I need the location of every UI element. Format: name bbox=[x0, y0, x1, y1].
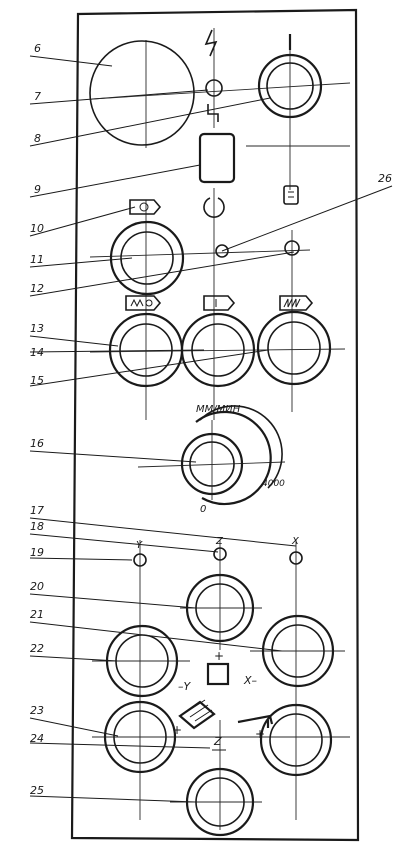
callout-7: 7 bbox=[34, 90, 41, 103]
button-21-minus-x[interactable] bbox=[261, 614, 335, 688]
speed-min-label: 0 bbox=[200, 504, 206, 515]
gauge-6 bbox=[89, 40, 195, 146]
minus-x-label: X– bbox=[243, 674, 258, 687]
tag-wave-icon bbox=[279, 295, 314, 311]
button-25-minus-z[interactable] bbox=[185, 767, 255, 837]
speed-max-label: 4000 bbox=[262, 479, 285, 489]
callout-8: 8 bbox=[34, 132, 41, 145]
callout-23: 23 bbox=[30, 704, 44, 717]
callout-19: 19 bbox=[30, 546, 44, 559]
callout-17: 17 bbox=[30, 504, 44, 517]
rapid-traverse-icon bbox=[206, 662, 230, 686]
main-switch-8[interactable] bbox=[257, 53, 323, 119]
table-3d-icon bbox=[178, 699, 216, 730]
rotation-icon bbox=[203, 197, 225, 218]
button-14[interactable] bbox=[180, 312, 256, 388]
indicator-lamp-12 bbox=[284, 240, 300, 256]
button-20-plus-z[interactable] bbox=[185, 573, 255, 643]
indicator-lamp-19 bbox=[133, 553, 147, 567]
callout-12: 12 bbox=[30, 282, 44, 295]
speed-scale-arc bbox=[195, 410, 272, 506]
callout-10: 10 bbox=[30, 222, 44, 235]
button-23-plus-y[interactable] bbox=[103, 700, 177, 774]
minus-z-label: Z bbox=[213, 735, 222, 748]
center-lines bbox=[89, 28, 351, 830]
callout-9: 9 bbox=[34, 183, 41, 196]
callout-21: 21 bbox=[30, 608, 44, 621]
plus-y-sign: + bbox=[172, 723, 182, 737]
speed-unit-label: ММ/МИН bbox=[196, 404, 241, 415]
tag-single-icon bbox=[203, 295, 236, 311]
button-11[interactable] bbox=[109, 220, 185, 296]
axis-x-label: X bbox=[291, 536, 300, 547]
minus-y-label: –Y bbox=[178, 680, 192, 693]
callout-25: 25 bbox=[30, 784, 44, 797]
indicator-lamp-26 bbox=[215, 244, 229, 258]
coolant-icon bbox=[283, 185, 299, 205]
mode-tag-icon-10 bbox=[129, 199, 162, 215]
display-window-9 bbox=[198, 132, 236, 184]
callout-20: 20 bbox=[30, 580, 44, 593]
spindle-symbol-icon bbox=[207, 104, 219, 122]
callout-16: 16 bbox=[30, 437, 44, 450]
axis-y-label: Y bbox=[136, 540, 143, 551]
panel-outline bbox=[70, 8, 360, 842]
callout-6: 6 bbox=[34, 42, 41, 55]
callout-24: 24 bbox=[30, 732, 44, 745]
plus-x-sign: + bbox=[255, 727, 265, 741]
indicator-lamp-18 bbox=[213, 547, 227, 561]
callout-13: 13 bbox=[30, 322, 44, 335]
axis-z-label: Z bbox=[215, 536, 224, 547]
callout-labels: 6 7 8 9 10 11 12 13 14 15 16 17 18 19 20… bbox=[30, 42, 392, 797]
tag-wo-icon bbox=[125, 295, 162, 311]
callout-15: 15 bbox=[30, 374, 44, 387]
callout-22: 22 bbox=[30, 642, 44, 655]
button-24-plus-x[interactable] bbox=[259, 703, 333, 777]
callout-11: 11 bbox=[30, 253, 44, 266]
indicator-lamp-7 bbox=[205, 79, 223, 97]
lightning-icon bbox=[204, 29, 218, 57]
callout-18: 18 bbox=[30, 520, 44, 533]
button-15[interactable] bbox=[256, 310, 332, 386]
plus-z-sign: + bbox=[214, 649, 224, 663]
callout-26: 26 bbox=[378, 172, 392, 185]
button-22-minus-y[interactable] bbox=[105, 624, 179, 698]
indicator-lamp-17 bbox=[289, 551, 303, 565]
speed-dial-16[interactable] bbox=[180, 432, 244, 496]
leader-lines bbox=[29, 55, 393, 803]
callout-14: 14 bbox=[30, 346, 44, 359]
